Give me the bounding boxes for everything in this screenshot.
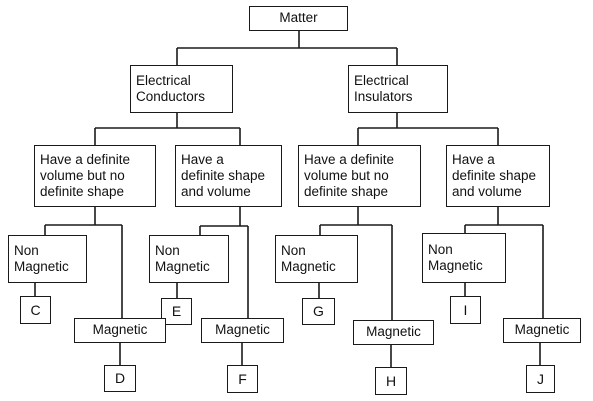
node-electrical-insulators: Electrical Insulators: [348, 65, 448, 113]
node-conductor-liquid: Have a definite volume but no definite s…: [34, 145, 156, 207]
leaf-f: F: [227, 365, 258, 393]
leaf-i: I: [450, 296, 481, 324]
leaf-e: E: [161, 298, 192, 325]
leaf-j: J: [526, 365, 555, 393]
node-magnetic-2: Magnetic: [201, 318, 284, 343]
node-magnetic-1: Magnetic: [74, 318, 166, 343]
node-insulator-liquid: Have a definite volume but no definite s…: [298, 145, 421, 207]
leaf-h: H: [375, 367, 407, 395]
node-magnetic-4: Magnetic: [503, 318, 581, 343]
leaf-d: D: [104, 365, 136, 392]
node-insulator-solid: Have a definite shape and volume: [446, 145, 550, 207]
node-electrical-conductors: Electrical Conductors: [130, 65, 233, 113]
node-non-magnetic-3: Non Magnetic: [275, 235, 358, 283]
leaf-g: G: [302, 298, 335, 325]
node-magnetic-3: Magnetic: [353, 320, 434, 345]
node-non-magnetic-1: Non Magnetic: [8, 235, 87, 283]
leaf-c: C: [20, 296, 51, 324]
node-matter: Matter: [249, 6, 348, 31]
node-non-magnetic-4: Non Magnetic: [422, 233, 506, 283]
node-conductor-solid: Have a definite shape and volume: [175, 145, 282, 207]
node-non-magnetic-2: Non Magnetic: [149, 235, 229, 283]
